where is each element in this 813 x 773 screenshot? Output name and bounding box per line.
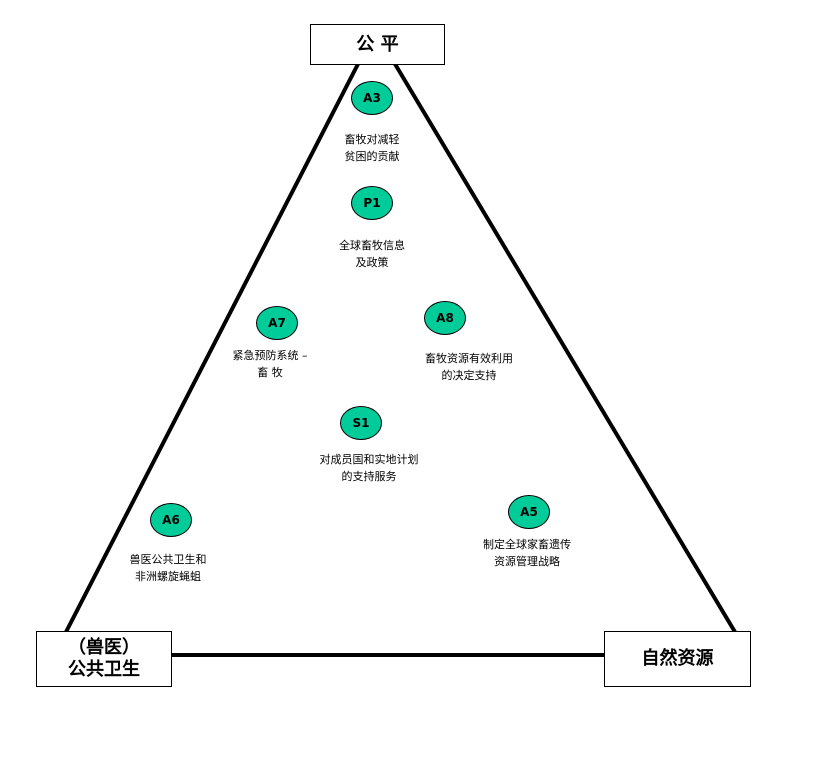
vertex-equity: 公 平 <box>310 24 445 65</box>
vertex-natural-resources: 自然资源 <box>604 631 751 687</box>
label-line: 的决定支持 <box>441 369 497 382</box>
label-line: 兽医公共卫生和 <box>129 553 207 566</box>
node-id: S1 <box>352 416 370 430</box>
vertex-label: （兽医） <box>68 637 140 658</box>
label-line: 资源管理战略 <box>494 555 560 568</box>
edge-left <box>64 63 360 633</box>
vertex-label: 公共卫生 <box>68 659 140 680</box>
node-a8: A8 <box>424 301 466 335</box>
node-a6-label: 兽医公共卫生和 非洲螺旋蝇蛆 <box>68 551 268 585</box>
vertex-label: 自然资源 <box>641 648 714 669</box>
label-line: 贫困的贡献 <box>344 150 400 163</box>
node-id: A7 <box>268 316 286 330</box>
label-line: 畜牧对减轻 <box>344 133 400 146</box>
label-line: 及政策 <box>355 256 389 269</box>
label-line: 的支持服务 <box>341 470 397 483</box>
label-line: 畜 牧 <box>257 366 283 379</box>
node-id: A3 <box>363 91 381 105</box>
node-p1: P1 <box>351 186 393 220</box>
node-a6: A6 <box>150 503 192 537</box>
node-a7: A7 <box>256 306 298 340</box>
node-a5: A5 <box>508 495 550 529</box>
node-id: A5 <box>520 505 538 519</box>
node-p1-label: 全球畜牧信息 及政策 <box>272 237 472 271</box>
node-id: P1 <box>363 196 381 210</box>
node-id: A6 <box>162 513 180 527</box>
node-s1-label: 对成员国和实地计划 的支持服务 <box>269 451 469 485</box>
label-line: 非洲螺旋蝇蛆 <box>135 570 201 583</box>
vertex-public-health: （兽医） 公共卫生 <box>36 631 172 687</box>
node-a3: A3 <box>351 81 393 115</box>
edge-right <box>393 62 737 634</box>
node-a7-label: 紧急预防系统 – 畜 牧 <box>170 347 370 381</box>
node-a8-label: 畜牧资源有效利用 的决定支持 <box>369 350 569 384</box>
label-line: 畜牧资源有效利用 <box>425 352 513 365</box>
node-s1: S1 <box>340 406 382 440</box>
node-a5-label: 制定全球家畜遗传 资源管理战略 <box>427 536 627 570</box>
label-line: 制定全球家畜遗传 <box>483 538 571 551</box>
label-line: 全球畜牧信息 <box>339 239 405 252</box>
node-id: A8 <box>436 311 454 325</box>
vertex-label: 公 平 <box>356 33 399 55</box>
label-line: 紧急预防系统 – <box>232 349 308 362</box>
label-line: 对成员国和实地计划 <box>319 453 419 466</box>
node-a3-label: 畜牧对减轻 贫困的贡献 <box>272 131 472 165</box>
